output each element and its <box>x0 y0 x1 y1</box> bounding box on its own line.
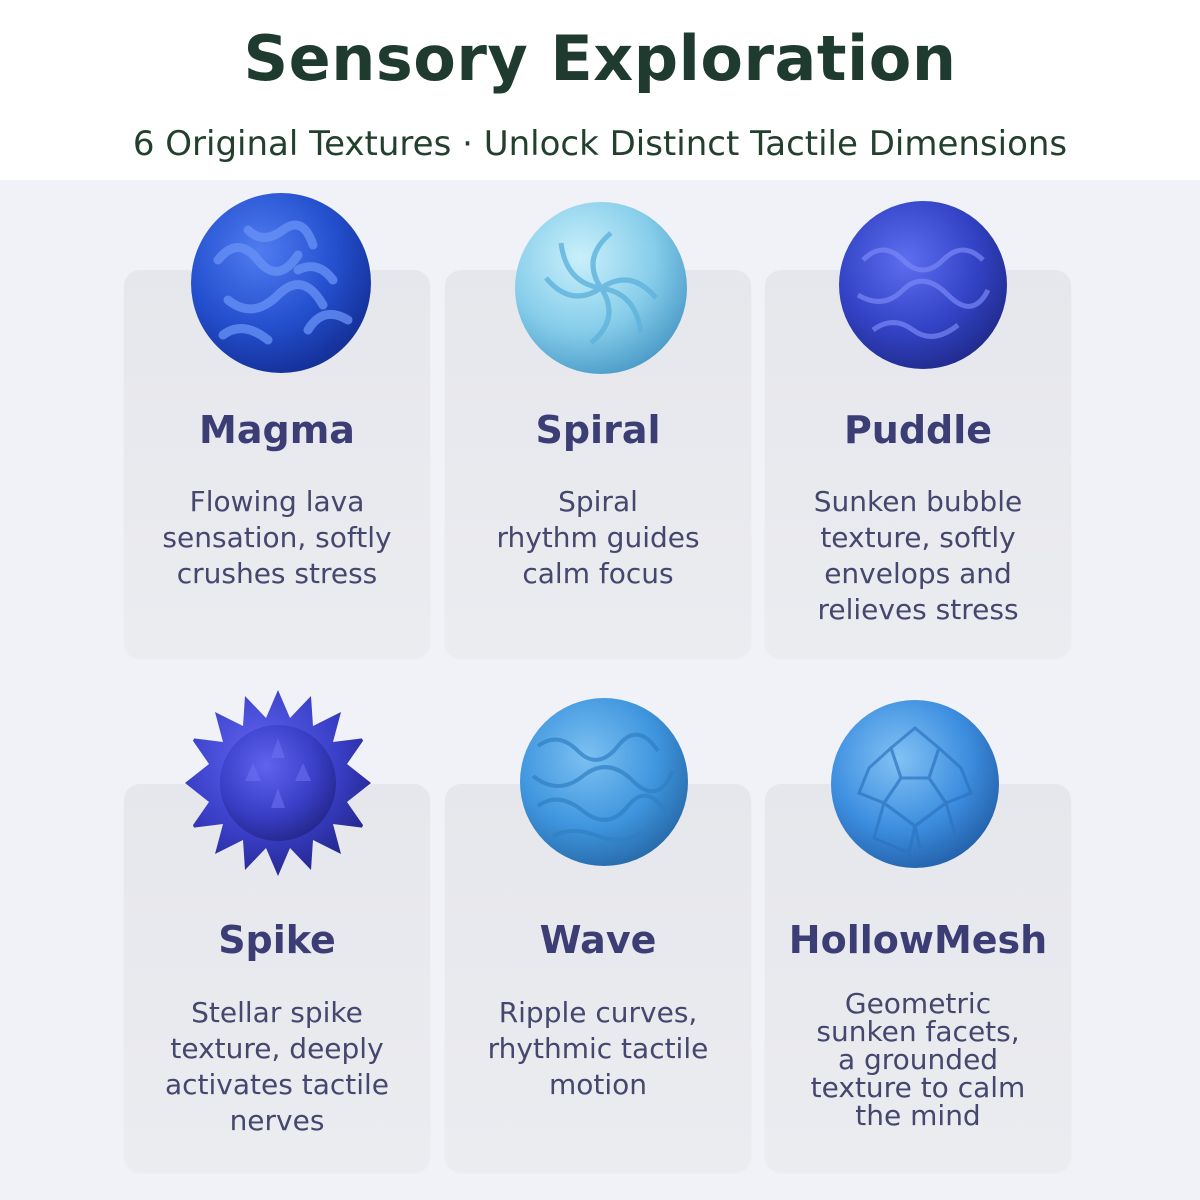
magma-ball-icon <box>191 193 371 373</box>
texture-name-puddle: Puddle <box>843 408 993 452</box>
texture-name-spike: Spike <box>218 918 336 962</box>
texture-desc-wave: Ripple curves, rhythmic tactile motion <box>487 996 709 1101</box>
page-subtitle: 6 Original Textures · Unlock Distinct Ta… <box>132 124 1068 164</box>
texture-desc-spiral: Spiral rhythm guides calm focus <box>496 485 700 590</box>
texture-name-spiral: Spiral <box>535 408 661 452</box>
texture-desc-hollowmesh: Geometric sunken facets, a grounded text… <box>810 987 1026 1132</box>
puddle-ball-icon <box>839 201 1007 369</box>
texture-desc-puddle: Sunken bubble texture, softly envelops a… <box>813 485 1023 626</box>
wave-ball-icon <box>520 698 688 866</box>
spiral-ball-icon <box>515 202 687 374</box>
spike-ball-icon <box>185 690 371 876</box>
texture-name-magma: Magma <box>199 408 355 452</box>
texture-desc-magma: Flowing lava sensation, softly crushes s… <box>162 485 392 590</box>
header-banner: Sensory Exploration 6 Original Textures … <box>0 0 1200 180</box>
page-title: Sensory Exploration <box>243 22 957 95</box>
hollowmesh-ball-icon <box>831 700 999 868</box>
texture-name-hollowmesh: HollowMesh <box>788 918 1048 962</box>
texture-name-wave: Wave <box>539 918 657 962</box>
texture-desc-spike: Stellar spike texture, deeply activates … <box>164 996 390 1137</box>
